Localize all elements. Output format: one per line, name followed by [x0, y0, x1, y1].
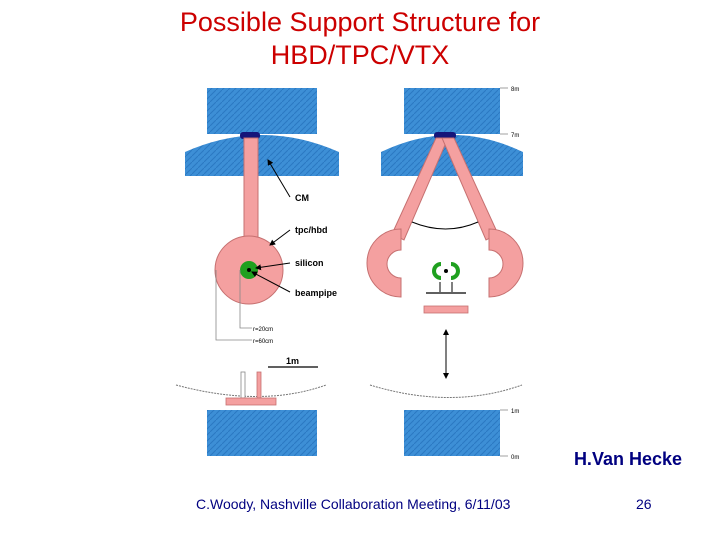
magnet-bottom-right — [404, 410, 500, 456]
tick-label-7m: 7m — [511, 133, 519, 139]
slide-title-line-2: HBD/TPC/VTX — [270, 40, 450, 70]
leader-cm — [267, 159, 291, 198]
label-cm: CM — [295, 193, 309, 203]
beampipe-dot-right — [444, 269, 448, 273]
bottom-arc-right — [369, 384, 523, 398]
travel-arc — [411, 221, 479, 230]
label-tpc-hbd: tpc/hbd — [295, 225, 328, 235]
dimension-line-r20 — [239, 270, 252, 329]
silicon-half-left — [432, 262, 441, 280]
label-scale: 1m — [286, 356, 299, 366]
label-silicon: silicon — [295, 258, 324, 268]
author-name: H.Van Hecke — [573, 449, 682, 469]
tick-label-0m: 0m — [511, 455, 519, 461]
label-r20: r=20cm — [253, 327, 273, 333]
support-beam-left — [243, 137, 259, 243]
pole-top-left — [185, 135, 339, 176]
leader-tpc — [269, 229, 291, 246]
floating-platform — [423, 305, 469, 314]
leader-beampipe — [251, 271, 291, 293]
mount-right — [434, 132, 456, 139]
mount-left — [240, 132, 260, 139]
magnet-top-right — [404, 88, 500, 134]
left-view: CM tpc/hbd silicon beampipe r=20cm r=60c… — [175, 88, 339, 456]
footer-text: C.Woody, Nashville Collaboration Meeting… — [196, 496, 511, 512]
page-number: 26 — [636, 496, 652, 512]
label-beampipe: beampipe — [295, 288, 337, 298]
bottom-post-left-1 — [240, 371, 246, 399]
bottom-platform-left — [225, 397, 277, 406]
slide-title-line-1: Possible Support Structure for — [179, 7, 541, 37]
right-view: 8m 7m 1m 0m — [366, 87, 524, 461]
tpc-half-right — [488, 228, 524, 298]
dimension-line-r60 — [215, 270, 252, 341]
tick-label-8m: 8m — [511, 87, 519, 93]
label-r60: r=60cm — [253, 339, 273, 345]
beampipe-dot — [247, 268, 251, 272]
silicon-half-right — [451, 262, 460, 280]
bottom-post-left-2 — [256, 371, 262, 399]
bottom-arc-left — [175, 384, 327, 397]
tick-label-1m: 1m — [511, 409, 519, 415]
magnet-bottom-left — [207, 410, 317, 456]
leader-silicon — [255, 262, 291, 271]
magnet-top-left — [207, 88, 317, 134]
tpc-half-left — [366, 228, 402, 298]
